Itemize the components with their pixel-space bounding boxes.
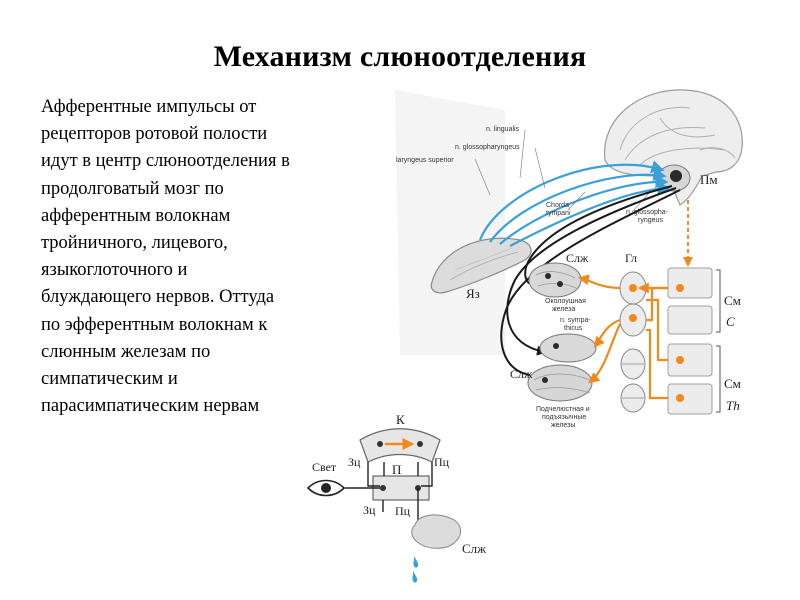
- brain-illustration: [604, 89, 743, 206]
- body-line: симпатическим и: [41, 369, 178, 390]
- plate-background: [395, 90, 505, 355]
- label-parotid-1: Околоушная: [545, 298, 586, 305]
- label-pc-bottom: Пц: [395, 504, 411, 518]
- label-sympa-1: n. sympa-: [560, 317, 591, 324]
- label-k: К: [396, 412, 405, 427]
- sympathetic-pathways: [577, 274, 668, 400]
- body-line: тройничного, лицевого,: [41, 233, 228, 254]
- label-tympani: tympani: [546, 210, 571, 217]
- label-chorda: Chorda: [546, 202, 569, 209]
- body-line: языкоглоточного и: [41, 260, 188, 281]
- saliva-drops: [412, 556, 419, 583]
- body-text: Афферентные импульсы от рецепторов ротов…: [41, 94, 361, 420]
- submandibular-glands: [527, 333, 597, 402]
- label-th: Th: [726, 398, 740, 413]
- label-parotid-2: железа: [552, 306, 575, 313]
- label-laryngeus: laryngeus superior: [396, 157, 454, 164]
- label-slzh-reflex: Слж: [462, 541, 487, 556]
- label-gl: Гл: [625, 251, 637, 265]
- label-p: П: [392, 462, 401, 477]
- label-svet: Свет: [312, 460, 337, 474]
- reflex-gland: [411, 514, 462, 549]
- spinal-neuron-dots: [629, 284, 684, 402]
- label-zc-top: Зц: [348, 455, 361, 469]
- label-glossopharyngeus: n. glossopharyngeus: [455, 144, 520, 151]
- spinal-column: [667, 267, 721, 415]
- eye-icon: [306, 479, 346, 497]
- body-line: продолговатый мозг по: [41, 178, 224, 199]
- label-yaz: Яз: [466, 286, 480, 301]
- body-line: афферентным волокнам: [41, 205, 231, 226]
- label-zc-bottom: Зц: [363, 503, 376, 517]
- label-sympa-2: thicus: [564, 325, 583, 332]
- label-slzh-top: Слж: [566, 251, 589, 265]
- salivary-center: [670, 170, 682, 182]
- body-line: рецепторов ротовой полости: [41, 124, 268, 145]
- body-line: блуждающего нервов. Оттуда: [41, 287, 275, 308]
- reflex-scheme: [306, 428, 462, 583]
- body-line: слюнным железам по: [41, 341, 211, 362]
- cortex-arc: [359, 428, 441, 463]
- label-ryngeus: ryngeus: [638, 217, 663, 224]
- label-pc-top: Пц: [434, 455, 450, 469]
- body-line: идут в центр слюноотделения в: [41, 151, 290, 172]
- label-lingualis: n. lingualis: [486, 126, 520, 133]
- sympathetic-ganglia: [619, 271, 647, 413]
- afferent-fibers: [478, 160, 671, 247]
- label-sub-2: подъязычные: [542, 414, 586, 421]
- tongue-illustration: [430, 237, 532, 294]
- slide-title: Механизм слюноотделения: [213, 40, 587, 73]
- label-c: C: [726, 314, 735, 329]
- label-slzh-bottom: Слж: [510, 367, 533, 381]
- body-line: парасимпатическим нервам: [41, 396, 260, 417]
- parotid-gland: [528, 262, 582, 298]
- label-sub-3: железы: [551, 422, 575, 429]
- label-glossopha: n. glossopha-: [626, 209, 669, 216]
- label-sm-top: См: [724, 293, 741, 308]
- label-sub-1: Подчелюстная и: [536, 406, 590, 413]
- label-sm-bottom: См: [724, 376, 741, 391]
- body-line: по эфферентным волокнам к: [41, 314, 268, 335]
- label-pm: Пм: [700, 172, 718, 187]
- body-line: Афферентные импульсы от: [41, 97, 257, 117]
